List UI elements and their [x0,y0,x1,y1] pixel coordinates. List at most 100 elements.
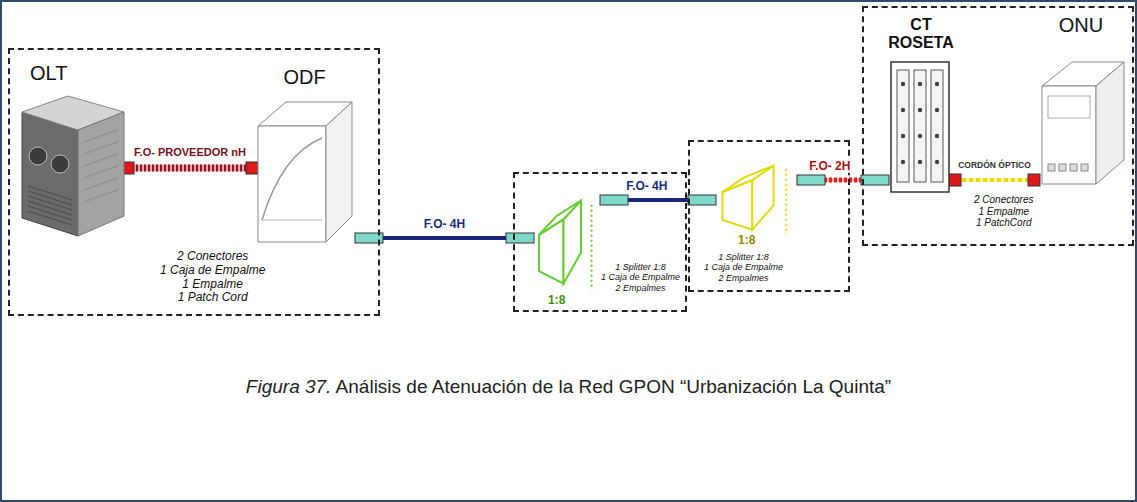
list-line: 1 Patch Cord [160,291,265,305]
odf-frame: ODF [252,64,357,249]
port [901,108,905,112]
olt-illustration [16,90,128,240]
fiber-underlay [955,178,1034,182]
shape [723,180,753,230]
provider-fiber [128,165,252,172]
list-line: 2 Conectores [160,250,265,264]
onu-device: ONU [1034,12,1128,192]
fiber-label: F.O- PROVEEDOR nH [132,146,248,158]
fiber-connector [506,233,534,243]
port [918,160,922,164]
fiber-connector [797,175,825,185]
onu-port [1070,164,1077,171]
customer-premises: CT ROSETA ONU 2 Conectores 1 Empalme 1 Pat… [862,6,1134,246]
port [935,134,939,138]
vent [84,154,118,166]
fiber-underlay [128,165,252,172]
port [901,134,905,138]
fiber-label: F.O- 2H [807,159,852,173]
shape [1096,62,1124,184]
component-list: 1 Splitter 1:8 1 Caja de Empalme 2 Empal… [601,262,680,293]
vent [84,142,118,154]
splitter: 1:8 [714,152,799,250]
fiber-connector [688,195,716,205]
port [935,108,939,112]
port-column [914,70,926,182]
component-list: 2 Conectores 1 Empalme 1 PatchCord [974,194,1033,229]
fiber-connector [600,195,628,205]
port [918,134,922,138]
shape [1042,86,1096,184]
list-line: 1 Empalme [974,206,1033,218]
port-column [897,70,909,182]
port [901,160,905,164]
fan [29,147,47,165]
fiber-connector [1028,174,1040,186]
port [918,82,922,86]
list-line: 2 Empalmes [704,273,783,283]
component-list: 2 Conectores 1 Caja de Empalme 1 Empalme… [160,250,265,305]
list-line: 1 Splitter 1:8 [704,252,783,262]
split-outputs [785,169,787,235]
olt-equipment: OLT [16,60,128,242]
fiber-label: F.O- 4H [624,179,669,193]
fiber-label: F.O- 4H [422,217,467,231]
caption-number: Figura 37. [246,376,332,397]
rosette-illustration [887,60,955,196]
onu-illustration [1034,52,1128,190]
split-illustration [714,156,799,236]
port [935,82,939,86]
port-column [931,70,943,182]
caption-text: Análisis de Atenuación de la Red GPON “U… [331,376,891,397]
split-illustration [532,188,602,292]
device-label: 1:8 [532,294,602,308]
shape [539,200,581,234]
fiber-connector [949,174,961,186]
port [935,160,939,164]
splitter: 1:8 [532,184,602,310]
list-line: 1 Splitter 1:8 [601,262,680,272]
device-label: ONU [1034,14,1128,37]
vent [84,166,118,178]
fiber-connector [246,162,258,174]
port [901,82,905,86]
list-line: 2 Conectores [974,194,1033,206]
device-label: OLT [16,62,128,85]
rosette: CT ROSETA [887,16,955,198]
onu-port [1048,164,1055,171]
list-line: 1 PatchCord [974,217,1033,229]
device-label: ODF [252,66,357,89]
rosette-body [891,62,949,192]
splice-enclosure: 1:81 Splitter 1:8 1 Caja de Empalme 2 Em… [513,172,687,312]
shape [258,126,326,242]
equipment-room: OLT ODF 2 Conectores 1 Caja de Empalme 1 E… [8,48,380,316]
vent [84,178,118,190]
vent [84,190,118,202]
figure-caption: Figura 37. Análisis de Atenuación de la … [0,376,1137,398]
fiber-label: CORDÓN ÓPTICO [956,160,1033,170]
optical-cord [955,178,1034,182]
shape [723,166,774,192]
onu-port [1059,164,1066,171]
onu-port [1081,164,1088,171]
list-line: 1 Caja de Empalme [704,262,783,272]
shape [22,112,78,236]
shape [539,219,564,283]
vent [28,211,72,225]
list-line: 2 Empalmes [601,283,680,293]
port [918,108,922,112]
device-label: CT ROSETA [887,16,955,53]
onu-panel [1048,96,1090,118]
vent [84,130,118,142]
door-curve [262,138,322,220]
split-outputs [591,205,593,290]
list-line: 1 Caja de Empalme [160,264,265,278]
fiber-connector [861,175,889,185]
list-line: 1 Empalme [160,278,265,292]
odf-illustration [252,94,357,246]
device-label: 1:8 [714,234,799,248]
